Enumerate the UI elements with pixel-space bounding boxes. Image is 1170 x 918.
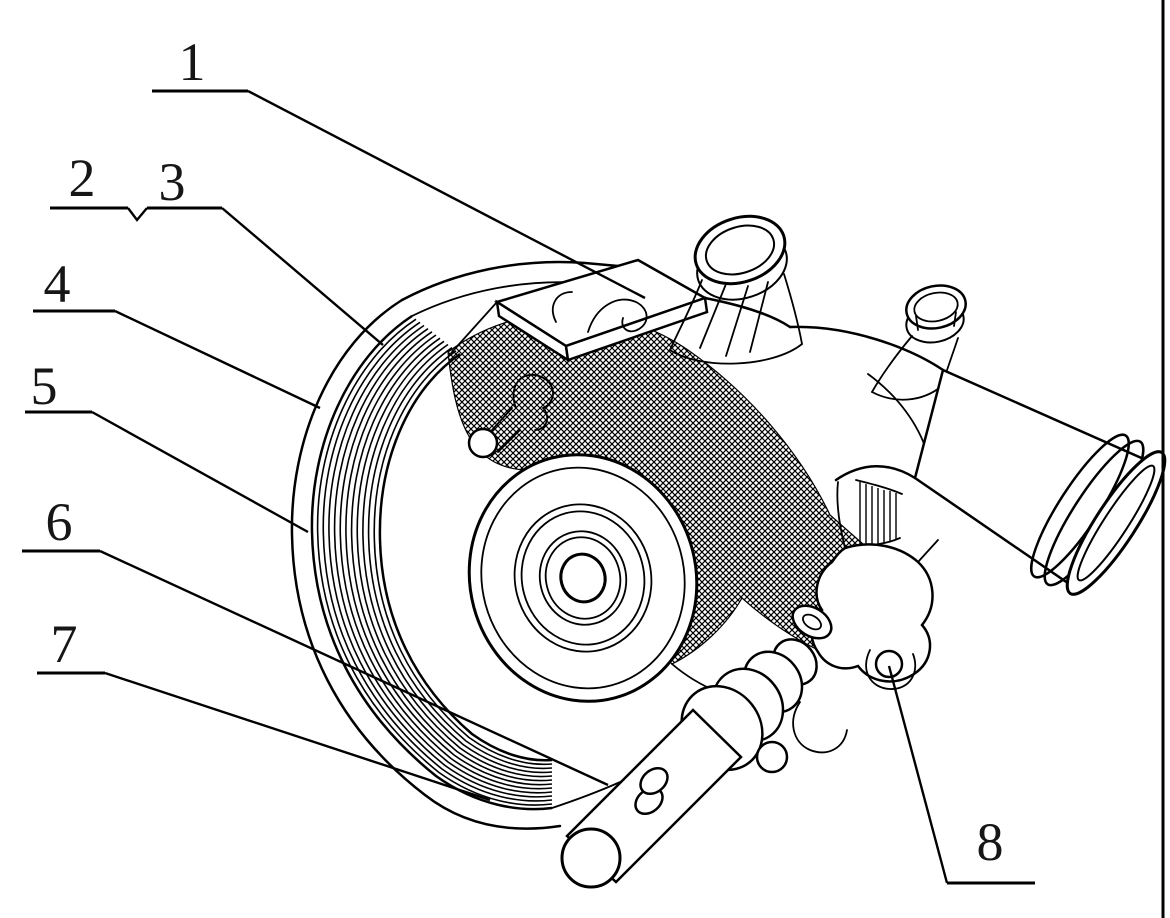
mounting-plate [451, 258, 709, 363]
callout-label-6: 6 [46, 492, 73, 552]
pulley-hub-bore [559, 552, 607, 604]
callouts-layer: 1 2 3 4 5 6 7 8 [22, 32, 1035, 885]
volute-rib [367, 347, 553, 770]
leader-line-1 [247, 89, 646, 300]
volute-rib [316, 318, 553, 806]
leader-line-5 [91, 410, 309, 534]
casting-curves [551, 291, 648, 333]
leader-line-8 [887, 665, 949, 884]
volute-rib [339, 331, 553, 790]
eyelet-lug [865, 649, 917, 690]
volute-rib [328, 324, 553, 798]
nut-hole [755, 740, 789, 774]
leader-line-6 [99, 549, 609, 787]
cap-top-inner [704, 224, 776, 276]
volute-rib [345, 334, 553, 786]
callout-6: 6 [22, 492, 609, 787]
vent-bolt [871, 284, 967, 401]
leader-line-2 [127, 207, 148, 222]
hook-lug [792, 701, 848, 754]
callout-label-5: 5 [31, 356, 58, 416]
front-bolt-head [467, 427, 499, 459]
plate-corner-line [451, 301, 498, 353]
volute-rib [310, 314, 553, 811]
housing-top-edge [400, 260, 642, 302]
plate-right-face [564, 296, 709, 362]
callout-8: 8 [887, 665, 1035, 885]
callout-label-7: 7 [51, 614, 78, 674]
pipe-bore [1076, 464, 1156, 582]
volute-rib [322, 321, 553, 802]
callout-label-3: 3 [159, 152, 186, 212]
volute-rib [356, 340, 553, 778]
bolt-hole-eyelet [874, 649, 904, 679]
callout-label-2: 2 [69, 148, 96, 208]
cap-top [693, 214, 787, 286]
callout-label-8: 8 [977, 812, 1004, 872]
pulley [467, 453, 699, 703]
callout-2: 2 [50, 148, 148, 222]
ribbed-volute-band [310, 314, 553, 811]
shaft-end-face [560, 827, 622, 889]
mounting-bracket [791, 479, 939, 690]
leader-line-7 [104, 671, 491, 802]
callout-1: 1 [152, 32, 646, 300]
bracket-body [810, 543, 934, 683]
filler-neck [669, 214, 803, 365]
callout-7: 7 [37, 614, 491, 802]
volute-rib [350, 337, 553, 782]
neck-left-edge [669, 279, 703, 351]
volute-rib [373, 350, 553, 766]
pulley-rim-inner [480, 466, 686, 690]
leader-line-4 [114, 309, 321, 410]
callout-label-4: 4 [44, 254, 71, 314]
callout-5: 5 [25, 356, 309, 534]
pulley-rim-outer [467, 453, 699, 703]
volute-rib [378, 352, 553, 762]
neck-right-edge [783, 273, 803, 345]
outlet-pipe [913, 368, 1167, 596]
neck-base [669, 343, 803, 365]
leader-line-3 [221, 207, 384, 346]
callout-3: 3 [147, 152, 384, 346]
volute-rib [333, 328, 553, 794]
callout-4: 4 [33, 254, 321, 410]
volute-rib [362, 343, 553, 774]
shaft-bolt-assembly [560, 638, 848, 889]
front-bolt-detail [467, 373, 554, 459]
bracket-boss [791, 604, 833, 640]
callout-label-1: 1 [179, 32, 206, 92]
hook-casting [512, 373, 554, 431]
vent-bolt-cap [905, 284, 967, 330]
pipe-branch [703, 296, 945, 482]
